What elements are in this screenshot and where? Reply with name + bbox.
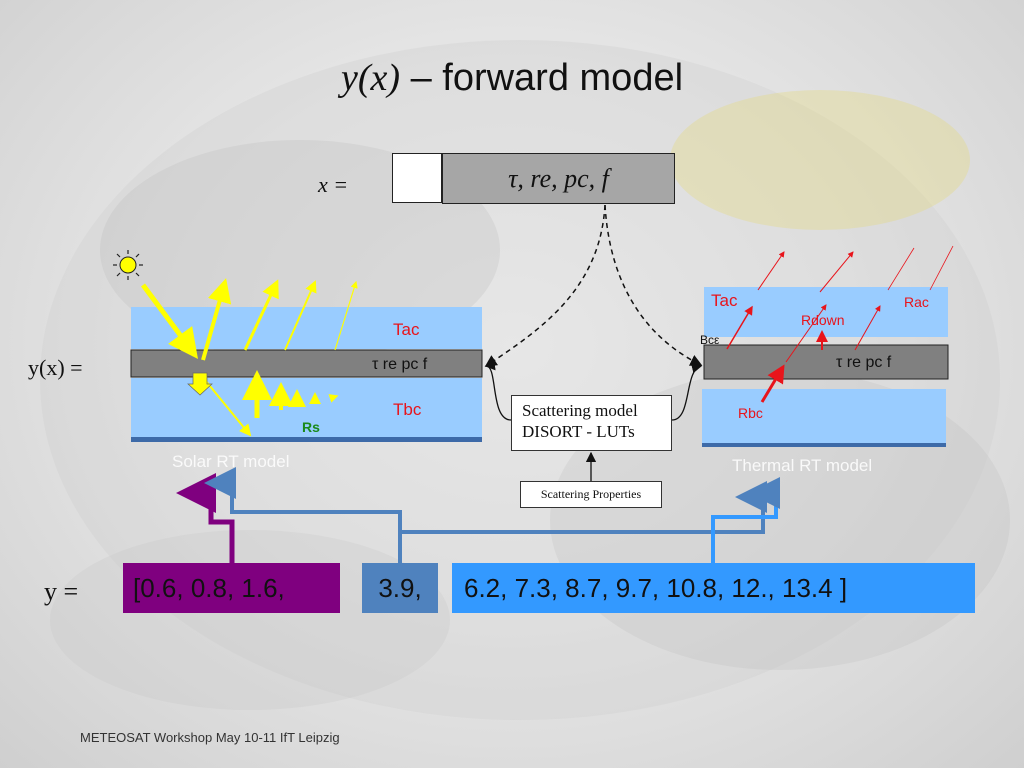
scattering-model-line1: Scattering model xyxy=(522,401,638,420)
forward-model-label: y(x) = xyxy=(28,355,83,381)
solar-channels-box: [0.6, 0.8, 1.6, xyxy=(123,563,340,613)
thermal-rac-label: Rac xyxy=(904,294,929,310)
title-math: y(x) xyxy=(340,57,401,99)
incident-solar-ray xyxy=(140,283,198,360)
mid-channel-solar-connector xyxy=(204,467,402,563)
mid-ir-channel-box: 3.9, xyxy=(362,563,438,613)
thermal-rdown-label: Rdown xyxy=(801,312,845,328)
thermal-cloud-layer xyxy=(703,344,949,380)
thermal-tac-label: Tac xyxy=(711,291,738,310)
title-text: – forward model xyxy=(400,57,684,99)
cloud-emission-label: Bcε xyxy=(700,333,720,347)
state-vector-label: x = xyxy=(318,172,349,197)
thermal-model-caption: Thermal RT model xyxy=(732,456,873,475)
reflected-ray-4 xyxy=(334,280,358,351)
thermal-surface xyxy=(702,443,946,447)
reflected-ray-1 xyxy=(201,278,232,361)
thermal-ray-rbc xyxy=(760,364,785,403)
solar-cloud-layer xyxy=(130,349,483,378)
surface-reflected-ray-4 xyxy=(328,394,339,403)
downward-flux-arrow xyxy=(187,372,213,396)
footer-text: METEOSAT Workshop May 10-11 IfT Leipzig xyxy=(80,730,340,745)
slide-title: y(x) – forward model xyxy=(0,56,1024,100)
thermal-rbc-label: Rbc xyxy=(738,405,763,421)
transmitted-ray xyxy=(204,379,252,437)
sun-icon xyxy=(113,250,143,280)
state-vector-empty-cell xyxy=(392,153,442,203)
thermal-ray-6 xyxy=(854,305,881,351)
solar-cloud-params: τ re pc f xyxy=(372,356,428,373)
thermal-ray-emission xyxy=(726,305,753,350)
reflected-ray-3 xyxy=(284,280,317,351)
scatter-to-solar-connector xyxy=(484,360,512,421)
forward-model-label-text: y(x) = xyxy=(28,355,83,380)
solar-surface xyxy=(131,437,482,442)
thermal-ray-3 xyxy=(887,247,915,291)
thermal-below-cloud-layer xyxy=(702,389,946,444)
thermal-ray-5 xyxy=(785,304,827,363)
surface-reflectance-label: Rs xyxy=(302,419,320,435)
observation-vector-label: y = xyxy=(44,577,79,606)
thermal-channels-box: 6.2, 7.3, 8.7, 9.7, 10.8, 12., 13.4 ] xyxy=(452,563,975,613)
scattering-model-line2: DISORT - LUTs xyxy=(522,422,635,441)
scatter-to-thermal-connector xyxy=(671,363,703,421)
thermal-channels-connector xyxy=(711,477,780,563)
scattering-properties-box: Scattering Properties xyxy=(520,481,662,508)
solar-tbc-label: Tbc xyxy=(393,400,422,419)
reflected-ray-2 xyxy=(243,279,279,351)
thermal-cloud-params: τ re pc f xyxy=(836,354,892,371)
state-to-thermal-connector xyxy=(604,204,703,366)
solar-model-caption: Solar RT model xyxy=(172,452,290,471)
solar-below-cloud-layer xyxy=(131,378,482,438)
thermal-ray-2 xyxy=(819,251,854,293)
scattering-model-box: Scattering model DISORT - LUTs xyxy=(511,395,672,451)
thermal-ray-4 xyxy=(929,245,954,291)
solar-channels-connector xyxy=(176,473,235,563)
solar-tac-label: Tac xyxy=(393,320,420,339)
thermal-ray-1 xyxy=(757,251,785,291)
state-to-solar-connector xyxy=(484,204,606,367)
state-vector-cell: τ, re, pc, f xyxy=(442,153,675,204)
